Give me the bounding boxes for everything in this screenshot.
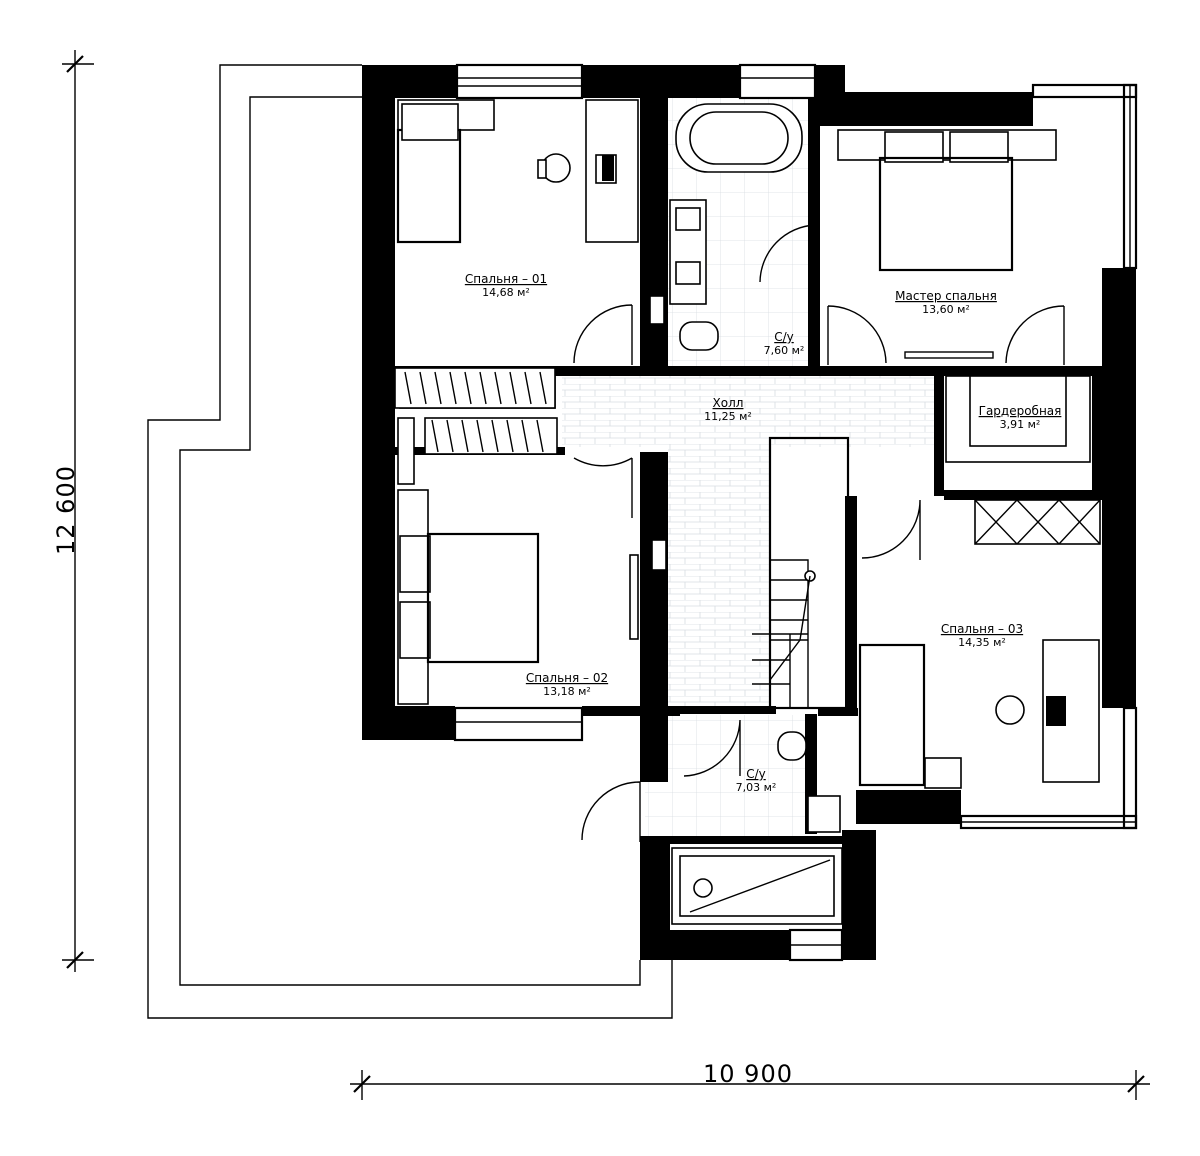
windows (453, 63, 1138, 962)
room-label-bedroom2: Спальня – 02 13,18 м² (526, 671, 608, 698)
room-area: 7,03 м² (736, 781, 777, 794)
room-name: Спальня – 02 (526, 671, 608, 685)
room-name: Спальня – 03 (941, 622, 1023, 636)
height-dimension: 12 600 (52, 50, 94, 972)
room-label-hall: Холл 11,25 м² (704, 396, 752, 423)
room-name: С/у (746, 767, 766, 781)
wardrobe-strips (394, 367, 558, 485)
height-dimension-label: 12 600 (52, 465, 80, 555)
bedroom3-furniture (858, 499, 1101, 789)
stair-hall-floor (668, 447, 770, 709)
width-dimension-label: 10 900 (703, 1060, 793, 1088)
doors (573, 224, 1065, 842)
room-area: 3,91 м² (1000, 418, 1041, 431)
terrace-outline (147, 64, 673, 1019)
hall-floor (562, 375, 934, 447)
room-label-master: Мастер спальня 13,60 м² (895, 289, 997, 316)
room-label-bedroom3: Спальня – 03 14,35 м² (941, 622, 1023, 649)
bath2-fixtures (671, 731, 843, 925)
room-name: Спальня – 01 (465, 272, 547, 286)
room-name: С/у (774, 330, 794, 344)
room-name: Холл (713, 396, 744, 410)
width-dimension: 10 900 (350, 1060, 1150, 1100)
room-area: 11,25 м² (704, 410, 752, 423)
staircase (752, 436, 850, 710)
room-label-bedroom1: Спальня – 01 14,68 м² (465, 272, 547, 299)
wardrobe-room-furniture (945, 375, 1091, 463)
room-name: Гардеробная (979, 404, 1062, 418)
room-label-wardrobe: Гардеробная 3,91 м² (979, 404, 1062, 431)
room-label-bath2: С/у 7,03 м² (736, 767, 777, 794)
room-area: 14,35 м² (958, 636, 1006, 649)
room-name: Мастер спальня (895, 289, 997, 303)
room-area: 14,68 м² (482, 286, 530, 299)
master-furniture (837, 129, 1057, 359)
room-area: 13,18 м² (543, 685, 591, 698)
bath2-floor (645, 715, 805, 843)
room-area: 13,60 м² (922, 303, 970, 316)
bedroom1-furniture (396, 99, 639, 409)
room-label-bath1: С/у 7,60 м² (764, 330, 805, 357)
room-area: 7,60 м² (764, 344, 805, 357)
bedroom2-furniture (397, 489, 667, 705)
bath1-fixtures (649, 103, 803, 351)
